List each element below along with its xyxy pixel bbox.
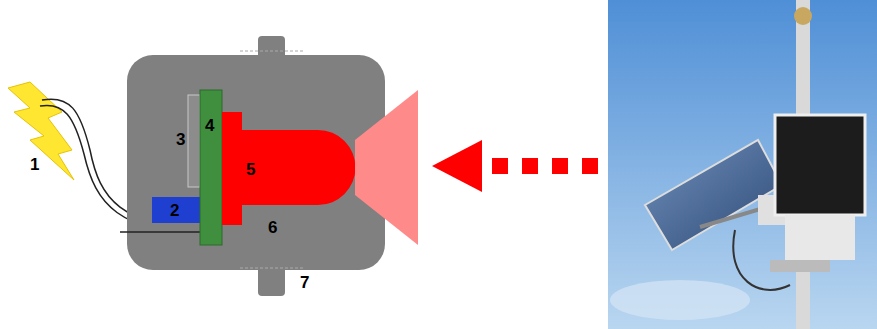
lamp	[240, 130, 356, 205]
wire	[120, 231, 210, 233]
callout-number: 6	[268, 219, 277, 236]
dashed-line	[240, 268, 305, 269]
lamp-base	[222, 112, 242, 225]
dashed-line	[240, 51, 305, 52]
blue-component	[152, 197, 200, 223]
callout-number: 1	[30, 156, 39, 173]
callout-number: 3	[176, 131, 185, 148]
sensor-station-photo	[608, 0, 877, 329]
component	[188, 95, 200, 187]
housing	[127, 55, 385, 270]
callout-number: 2	[170, 202, 179, 219]
light-beam	[355, 90, 418, 245]
callout-number: 7	[300, 274, 309, 291]
callout-number: 4	[205, 117, 214, 134]
callout-number: 5	[246, 161, 255, 178]
circuit-board	[200, 90, 222, 245]
lightning-bolt	[8, 82, 74, 180]
